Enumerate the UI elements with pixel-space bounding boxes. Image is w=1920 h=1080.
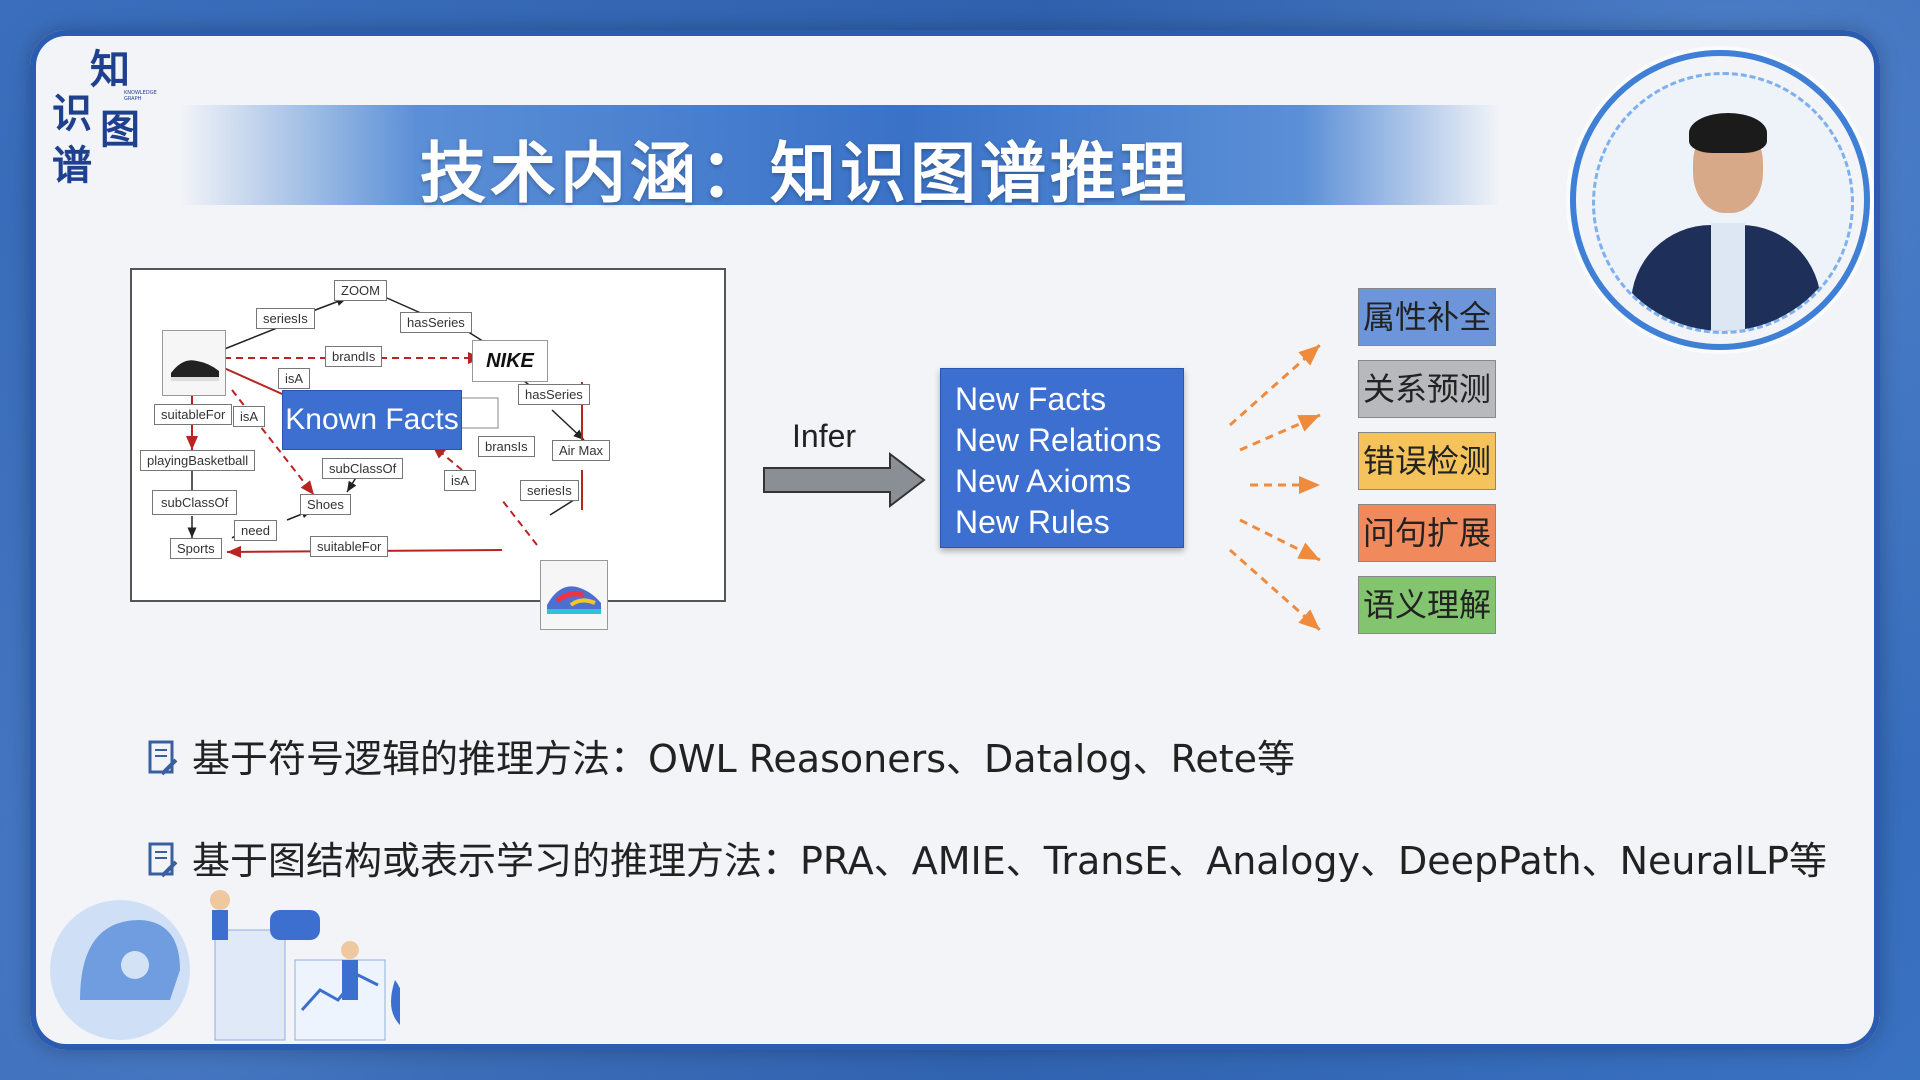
logo-char-tu: 图: [100, 107, 140, 153]
task-error-detection-label: 错误检测: [1362, 442, 1491, 480]
logo-char-pu: 谱: [52, 143, 92, 189]
title-bar: [180, 105, 1500, 205]
logo-char-zhi: 知: [90, 47, 130, 93]
inferred-knowledge-box: New Facts New Relations New Axioms New R…: [940, 368, 1184, 548]
air-max-shoe-image: [540, 560, 608, 630]
edge-brand-is: brandIs: [325, 346, 383, 367]
infer-arrow-icon: [763, 451, 926, 509]
basketball-shoe-image: [162, 330, 226, 396]
infer-label: Infer: [792, 418, 857, 454]
edge-has-series-right: hasSeries: [518, 384, 590, 405]
task-semantic-understanding-label: 语义理解: [1362, 586, 1491, 624]
presenter-shirt: [1711, 223, 1745, 331]
edge-suitable-for-1: suitableFor: [154, 404, 233, 425]
edge-suitable-for-2: suitableFor: [310, 536, 389, 557]
logo-char-shi: 识: [52, 91, 92, 137]
document-pen-icon: [148, 740, 178, 778]
task-error-detection: 错误检测: [1358, 432, 1496, 490]
edge-series-is: seriesIs: [256, 308, 315, 329]
bullet-symbolic-reasoning-text: 基于符号逻辑的推理方法：OWL Reasoners、Datalog、Rete等: [192, 737, 1296, 781]
node-playing-basketball: playingBasketball: [140, 450, 256, 471]
edge-subclass-of-1: subClassOf: [152, 490, 238, 515]
task-attribute-completion-label: 属性补全: [1362, 298, 1491, 336]
edge-subclass-of-2: subClassOf: [322, 458, 404, 479]
new-relations-text: New Relations: [955, 422, 1162, 458]
fan-out-arrows: [1229, 343, 1321, 632]
node-air-max: Air Max: [552, 440, 611, 461]
bullet-graph-representation-reasoning: 基于图结构或表示学习的推理方法：PRA、AMIE、TransE、Analogy、…: [148, 830, 1827, 885]
new-axioms-text: New Axioms: [955, 463, 1132, 499]
edge-need: need: [234, 520, 277, 541]
task-attribute-completion: 属性补全: [1358, 288, 1496, 346]
task-question-expansion: 问句扩展: [1358, 504, 1496, 562]
logo-small-text: KNOWLEDGE GRAPH: [124, 90, 157, 102]
ai-robot-people-icon: [50, 890, 400, 1041]
nike-logo: NIKE: [472, 340, 548, 382]
task-relation-prediction: 关系预测: [1358, 360, 1496, 418]
presenter-ring: [1570, 50, 1870, 350]
presenter-video: [1570, 50, 1870, 350]
new-facts-text: New Facts: [955, 381, 1107, 417]
known-facts-label: Known Facts: [282, 390, 462, 450]
edge-series-is-2: seriesIs: [520, 480, 579, 501]
presenter-hair: [1689, 113, 1767, 153]
task-question-expansion-label: 问句扩展: [1362, 514, 1491, 552]
page-title: 技术内涵：知识图谱推理: [420, 135, 1190, 212]
node-shoes: Shoes: [300, 494, 351, 515]
edge-has-series-top: hasSeries: [400, 312, 472, 333]
task-relation-prediction-label: 关系预测: [1362, 370, 1491, 408]
node-zoom: ZOOM: [334, 280, 387, 301]
slide: 知 识 图 谱 KNOWLEDGE GRAPH 技术内涵：知识图谱推理: [30, 30, 1880, 1050]
task-semantic-understanding: 语义理解: [1358, 576, 1496, 634]
edge-is-a-1: isA: [278, 368, 311, 389]
knowledge-graph-diagram: NIKE ZOOM seriesIs hasSeries brandIs isA…: [130, 268, 726, 630]
node-sports: Sports: [170, 538, 222, 559]
edge-brans-is: bransIs: [478, 436, 535, 457]
edge-is-a-2: isA: [233, 406, 266, 427]
bullet-graph-representation-reasoning-text: 基于图结构或表示学习的推理方法：PRA、AMIE、TransE、Analogy、…: [192, 839, 1828, 883]
presenter-frame: [1592, 72, 1854, 334]
knowledge-graph-logo: 知 识 图 谱 KNOWLEDGE GRAPH: [52, 48, 162, 188]
bullet-symbolic-reasoning: 基于符号逻辑的推理方法：OWL Reasoners、Datalog、Rete等: [148, 728, 1295, 783]
new-rules-text: New Rules: [955, 504, 1110, 540]
document-pen-icon: [148, 842, 178, 880]
edge-is-a-3: isA: [444, 470, 477, 491]
